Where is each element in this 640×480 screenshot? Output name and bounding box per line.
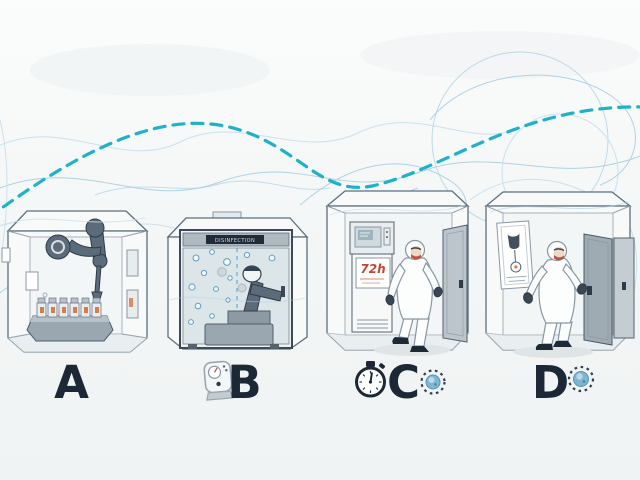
robot-arm bbox=[45, 218, 108, 300]
panel-label-a: A bbox=[54, 356, 90, 409]
ppe-person-d bbox=[513, 240, 593, 358]
chamber-c-wait-room: 72h bbox=[325, 190, 470, 356]
vials bbox=[36, 297, 102, 318]
wall-box-icon bbox=[1, 247, 11, 263]
panel-label-b: B bbox=[227, 356, 263, 409]
wall-poster bbox=[496, 220, 534, 290]
open-door bbox=[583, 233, 613, 346]
coronavirus-icon bbox=[420, 369, 446, 395]
sign-72h-text: 72h bbox=[360, 262, 385, 276]
chamber-d-exit-room bbox=[484, 191, 635, 358]
folded-robot bbox=[204, 265, 283, 346]
stopwatch-icon bbox=[355, 361, 386, 398]
vial-tray bbox=[26, 297, 114, 342]
respirator-mask bbox=[411, 254, 421, 260]
sterilizer-cabinet: 72h bbox=[349, 221, 395, 333]
room-d-doors bbox=[583, 233, 635, 346]
chamber-a-robot-lab bbox=[1, 210, 149, 353]
airflow-dashed-curve bbox=[0, 105, 640, 212]
panel-label-c: C bbox=[386, 356, 422, 409]
panel-label-d: D bbox=[531, 356, 571, 409]
ppe-person-c bbox=[374, 239, 450, 356]
disinfection-sign bbox=[206, 235, 264, 244]
fogger-device-icon bbox=[203, 360, 234, 401]
disinfection-sign-text: DISINFECTION bbox=[215, 238, 255, 244]
door-handle bbox=[281, 286, 285, 297]
chamber-b-disinfection: DISINFECTION bbox=[166, 211, 309, 350]
room-c-door bbox=[442, 224, 468, 343]
dispenser-icon bbox=[25, 271, 39, 291]
coronavirus-icon bbox=[567, 365, 595, 393]
respirator-mask bbox=[554, 255, 564, 261]
